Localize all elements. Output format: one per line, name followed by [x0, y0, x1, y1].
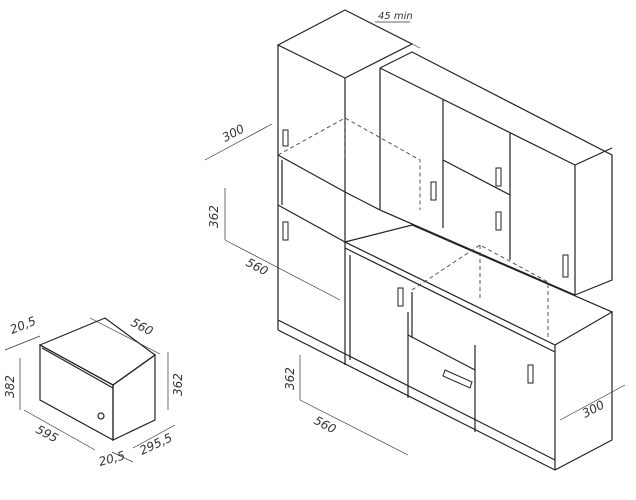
handle: [495, 211, 502, 231]
dim-lower-depth: 300: [580, 397, 607, 420]
dim-upper-depth: 300: [220, 121, 247, 144]
dim-depth: 295,5: [137, 431, 174, 458]
microwave-front: [39, 343, 114, 442]
dim-front-depth: 20,5: [8, 314, 38, 337]
dim-door-depth: 20,5: [97, 448, 126, 468]
handle: [495, 167, 502, 187]
dim-upper-height: 362: [207, 205, 221, 228]
microwave-drawing: 20,5 560 382 362 595 20,5 295,5: [3, 314, 185, 469]
handle: [397, 287, 404, 307]
handle: [430, 181, 437, 201]
handle: [442, 369, 473, 389]
handle: [527, 364, 534, 384]
dim-lower-width: 560: [312, 413, 339, 436]
handle: [562, 254, 569, 278]
dim-width-outer: 595: [34, 422, 61, 445]
dim-lower-height: 362: [283, 367, 297, 390]
handle: [282, 221, 289, 241]
microwave-knob: [97, 412, 105, 420]
dim-width: 560: [129, 315, 156, 338]
dim-height-outer: 382: [3, 375, 17, 398]
dim-clearance: 45 min: [378, 11, 413, 22]
kitchen-drawing: 300 362 560 362 560 300 45 min: [204, 9, 626, 471]
handle: [282, 129, 289, 147]
dim-upper-width: 560: [244, 255, 271, 278]
microwave-side: [112, 353, 156, 441]
dim-height-inner: 362: [171, 373, 185, 396]
